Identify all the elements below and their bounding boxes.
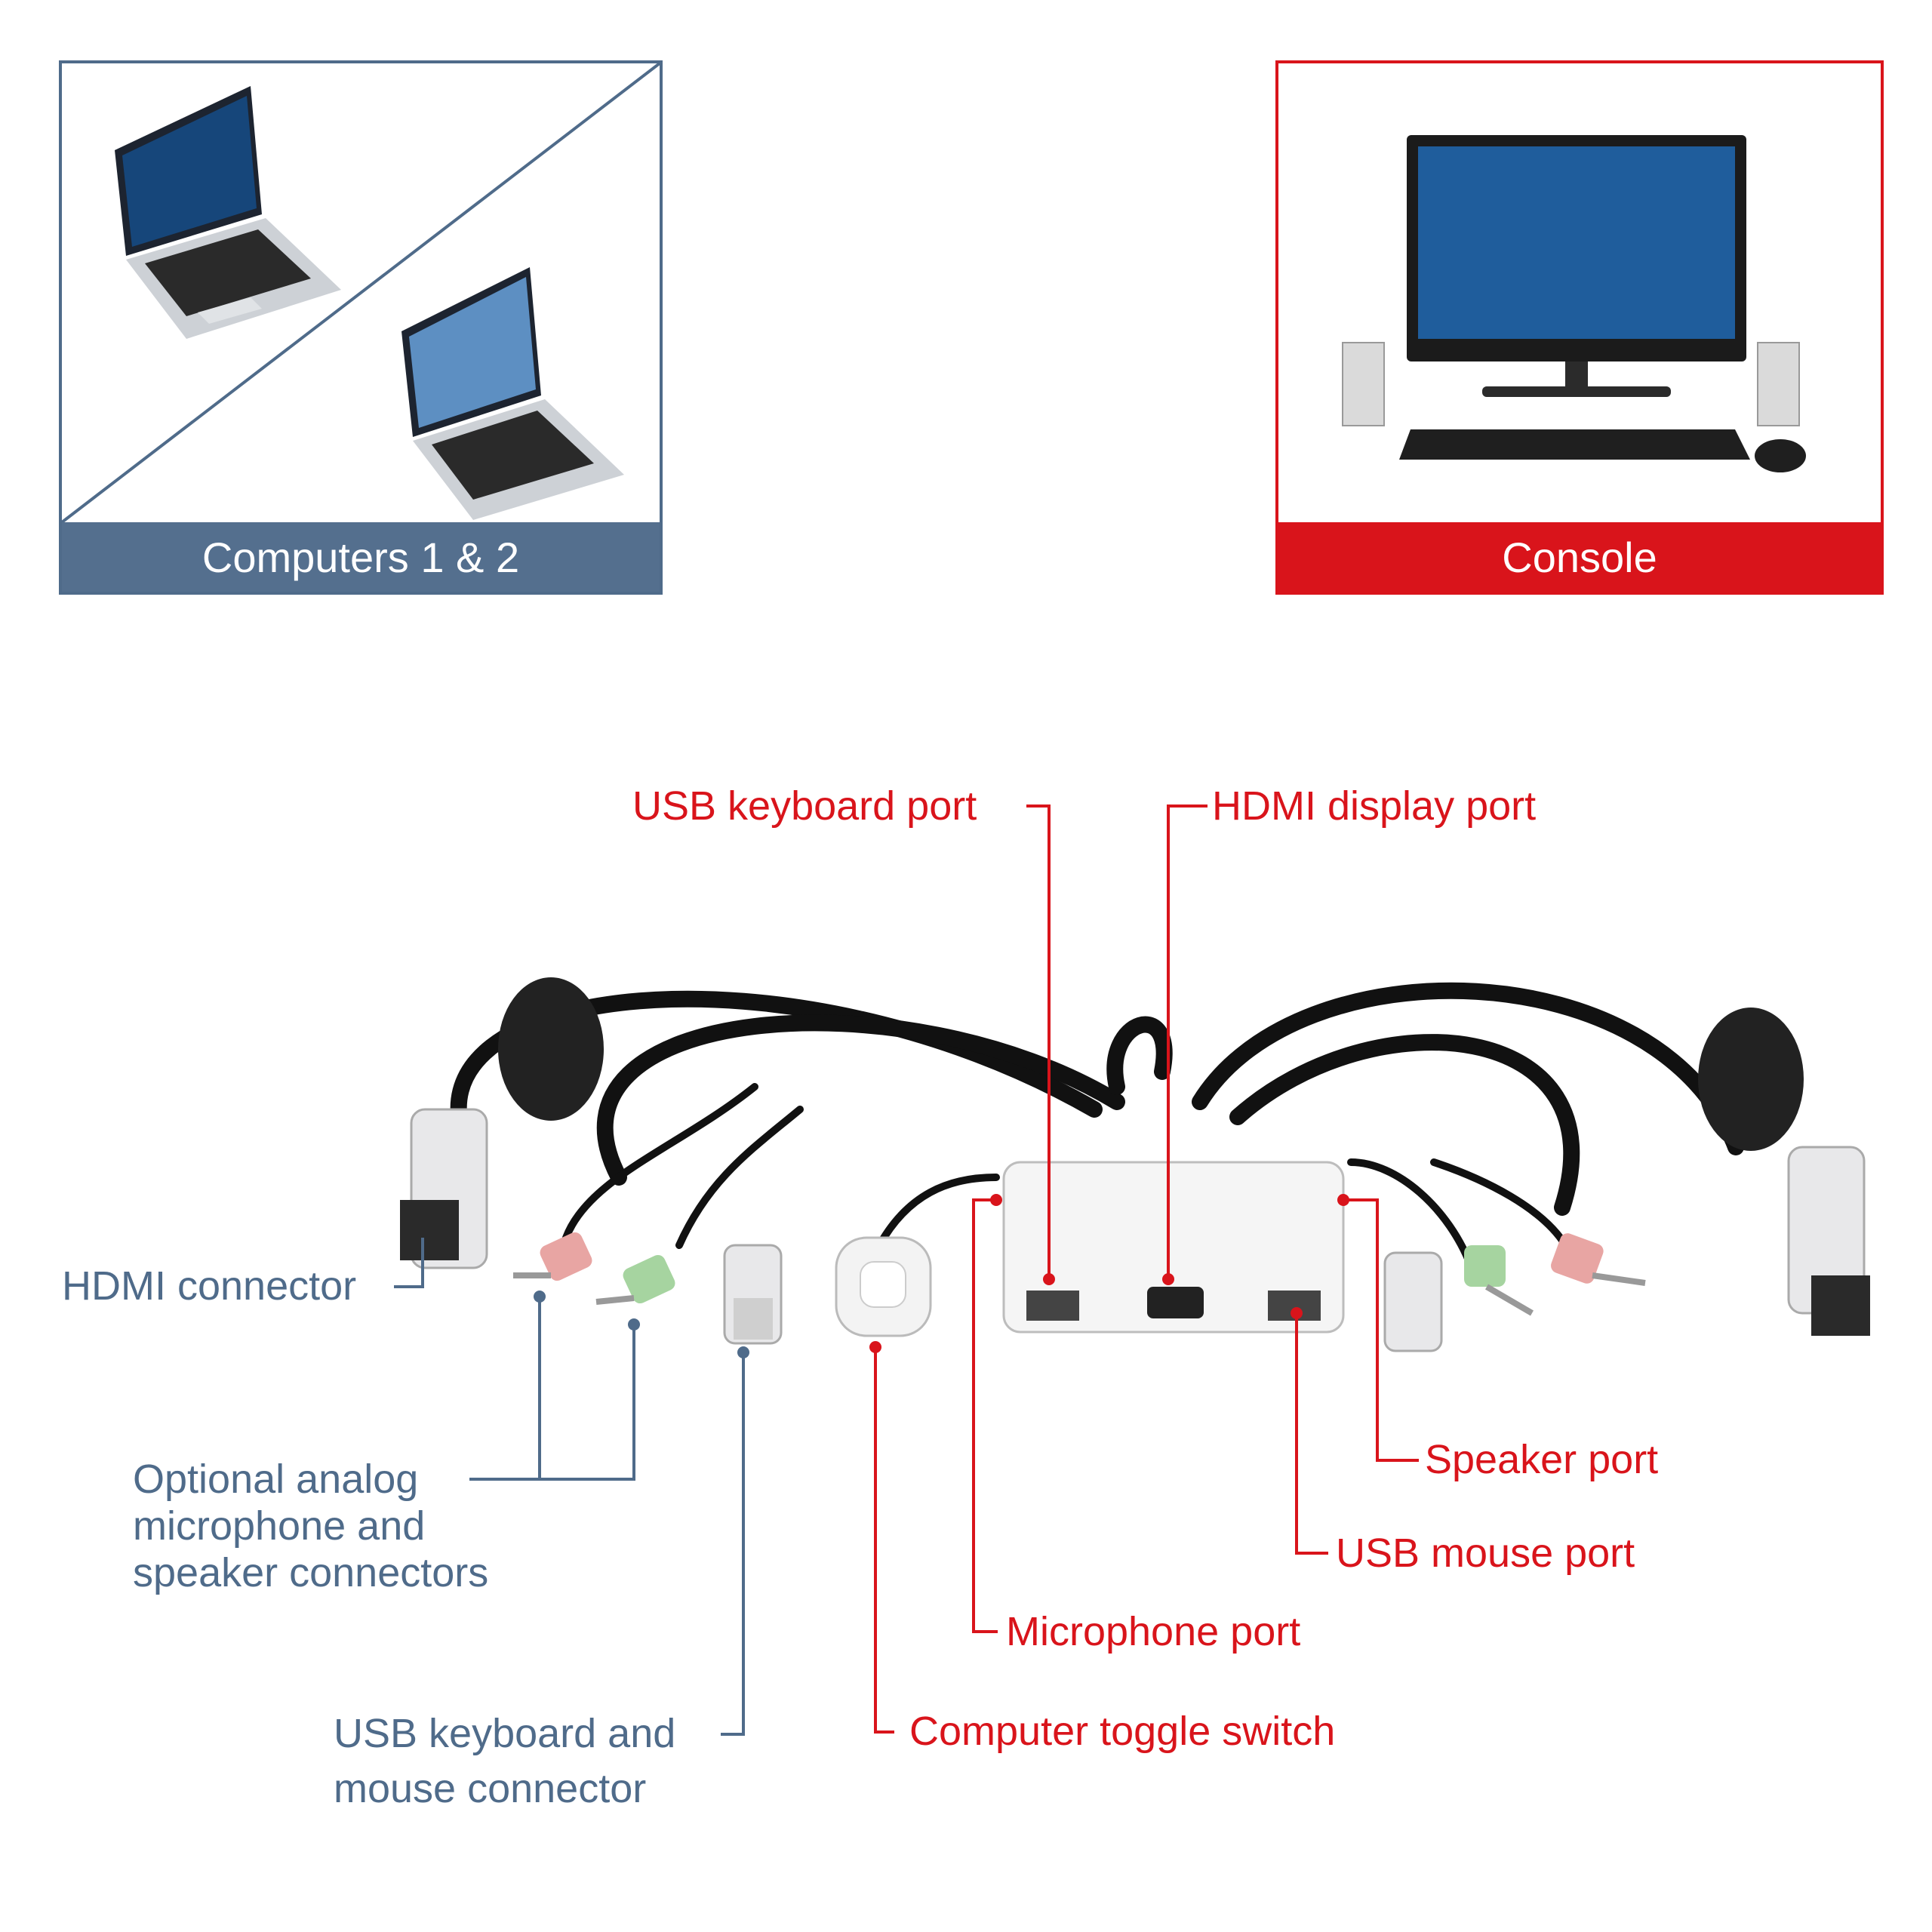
label-speaker-port: Speaker port <box>1425 1437 1659 1482</box>
keyboard-icon <box>1399 429 1750 460</box>
audio-plug-green-left <box>595 1254 675 1305</box>
leader-usb-mouse-port <box>1295 1313 1328 1555</box>
laptop-2-icon <box>401 267 624 520</box>
audio-plug-pink-left <box>513 1232 592 1281</box>
leader-toggle-switch <box>874 1347 894 1734</box>
label-analog-line-2: microphone and <box>133 1503 426 1549</box>
console-panel: Console <box>1275 60 1884 595</box>
console-illustration <box>1342 135 1806 472</box>
label-usb-connector-line-1: USB keyboard and <box>334 1711 676 1756</box>
ferrite-bead-left <box>498 977 604 1121</box>
speaker-right-icon <box>1757 342 1800 426</box>
hdmi-plug-right <box>1787 1146 1870 1336</box>
label-computer-toggle-switch: Computer toggle switch <box>909 1709 1336 1754</box>
label-analog-line-3: speaker connectors <box>133 1550 489 1595</box>
toggle-switch <box>835 1236 932 1337</box>
label-analog-line-1: Optional analog <box>133 1457 419 1502</box>
hdmi-plug-left <box>400 1108 488 1269</box>
computers-caption: Computers 1 & 2 <box>62 522 660 592</box>
label-hdmi-connector: HDMI connector <box>62 1263 357 1309</box>
label-usb-mouse-port: USB mouse port <box>1336 1531 1635 1576</box>
label-microphone-port: Microphone port <box>1006 1609 1301 1654</box>
ferrite-bead-right <box>1698 1008 1804 1151</box>
cables <box>450 982 1744 1216</box>
audio-plug-pink-right <box>1551 1233 1646 1286</box>
usb-plug-right <box>1383 1251 1443 1352</box>
computers-panel: Computers 1 & 2 <box>59 60 663 595</box>
computers-illustration <box>62 63 660 524</box>
leader-microphone-port <box>972 1198 998 1633</box>
leader-usb-connector <box>721 1355 745 1736</box>
monitor-icon <box>1407 135 1746 397</box>
label-usb-keyboard-port: USB keyboard port <box>632 783 977 829</box>
usb-plug-left <box>723 1244 783 1345</box>
leader-hdmi-display-port <box>1167 804 1208 1279</box>
leader-usb-keyboard-port <box>1026 804 1051 1279</box>
mouse-icon <box>1755 439 1806 472</box>
audio-plug-green-right <box>1464 1245 1534 1316</box>
label-hdmi-display-port: HDMI display port <box>1212 783 1537 829</box>
leader-analog-right <box>469 1328 635 1481</box>
kvm-switch-box <box>1002 1161 1345 1334</box>
speaker-left-icon <box>1342 342 1385 426</box>
leader-hdmi-connector <box>394 1238 424 1288</box>
console-caption: Console <box>1278 522 1881 592</box>
leader-speaker-port <box>1343 1198 1419 1462</box>
laptop-1-icon <box>115 86 341 339</box>
label-usb-connector-line-2: mouse connector <box>334 1766 647 1811</box>
